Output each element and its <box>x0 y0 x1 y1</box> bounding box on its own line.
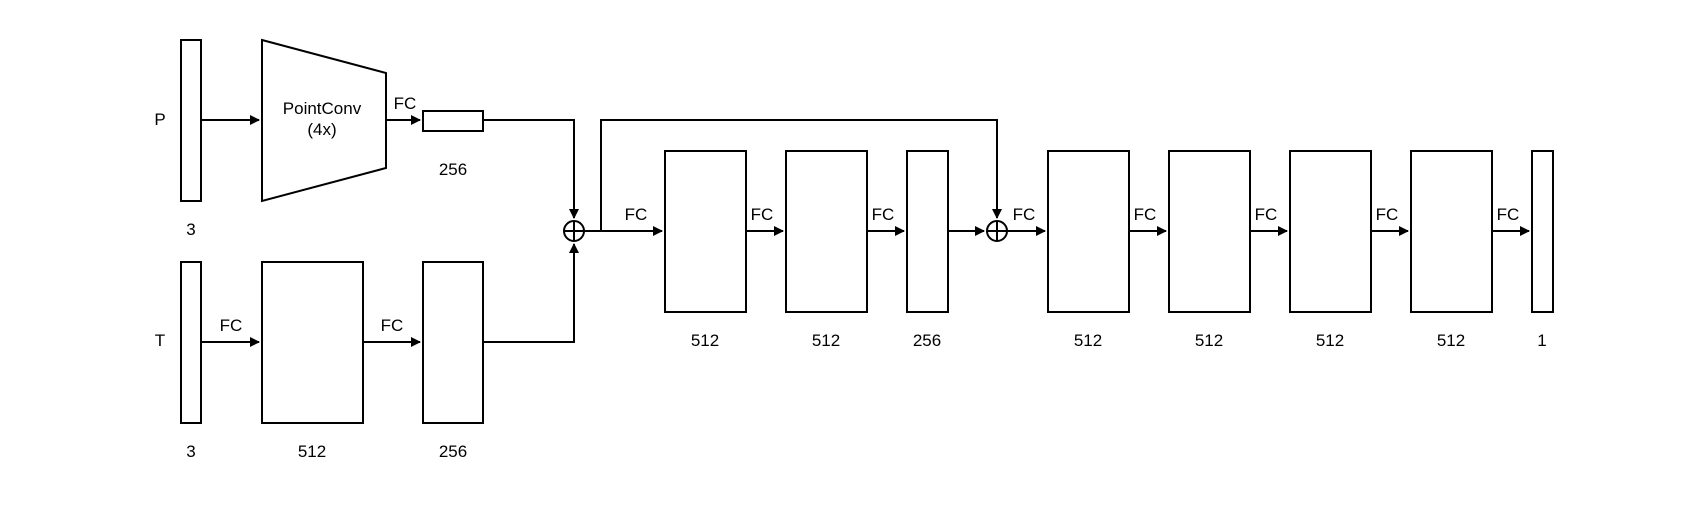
input-label-t: T <box>155 331 165 350</box>
t-input-dim: 3 <box>186 442 195 461</box>
pointconv-repeat-label: (4x) <box>307 120 336 139</box>
skip-connection-arrow <box>600 119 1002 231</box>
t-fc2-layer <box>422 261 484 424</box>
fc-label: FC <box>1255 205 1278 224</box>
pointconv-block <box>261 38 387 203</box>
fc-label: FC <box>1134 205 1157 224</box>
p-fc-dim: 256 <box>439 160 467 179</box>
t-fc2-dim: 256 <box>439 442 467 461</box>
fc-label: FC <box>1376 205 1399 224</box>
main-layer-1 <box>664 150 747 313</box>
p-input-dim: 3 <box>186 220 195 239</box>
t-fc1-layer <box>261 261 364 424</box>
main-layer-6 <box>1289 150 1372 313</box>
sum-node-2 <box>986 220 1008 242</box>
fc-label: FC <box>751 205 774 224</box>
main-layer-2 <box>785 150 868 313</box>
main-layer-2-dim: 512 <box>812 331 840 350</box>
main-layer-7-dim: 512 <box>1437 331 1465 350</box>
fc-label: FC <box>220 316 243 335</box>
arrow-t-to-sum <box>483 243 579 343</box>
output-dim: 1 <box>1537 331 1546 350</box>
p-fc-layer <box>422 110 484 132</box>
main-layer-7 <box>1410 150 1493 313</box>
p-input-layer <box>180 39 202 202</box>
main-layer-5-dim: 512 <box>1195 331 1223 350</box>
main-layer-3-dim: 256 <box>913 331 941 350</box>
arrow-p-to-sum <box>483 119 579 219</box>
output-layer <box>1531 150 1554 313</box>
input-label-p: P <box>154 110 165 129</box>
main-layer-4-dim: 512 <box>1074 331 1102 350</box>
fc-label: FC <box>625 205 648 224</box>
main-layer-3 <box>906 150 949 313</box>
fc-label: FC <box>381 316 404 335</box>
t-input-layer <box>180 261 202 424</box>
sum-node-1 <box>563 220 585 242</box>
main-layer-1-dim: 512 <box>691 331 719 350</box>
fc-label: FC <box>1013 205 1036 224</box>
fc-label: FC <box>872 205 895 224</box>
pointconv-label: PointConv <box>283 99 362 118</box>
fc-label: FC <box>394 94 417 113</box>
main-layer-6-dim: 512 <box>1316 331 1344 350</box>
fc-label: FC <box>1497 205 1520 224</box>
main-layer-5 <box>1168 150 1251 313</box>
t-fc1-dim: 512 <box>298 442 326 461</box>
main-layer-4 <box>1047 150 1130 313</box>
